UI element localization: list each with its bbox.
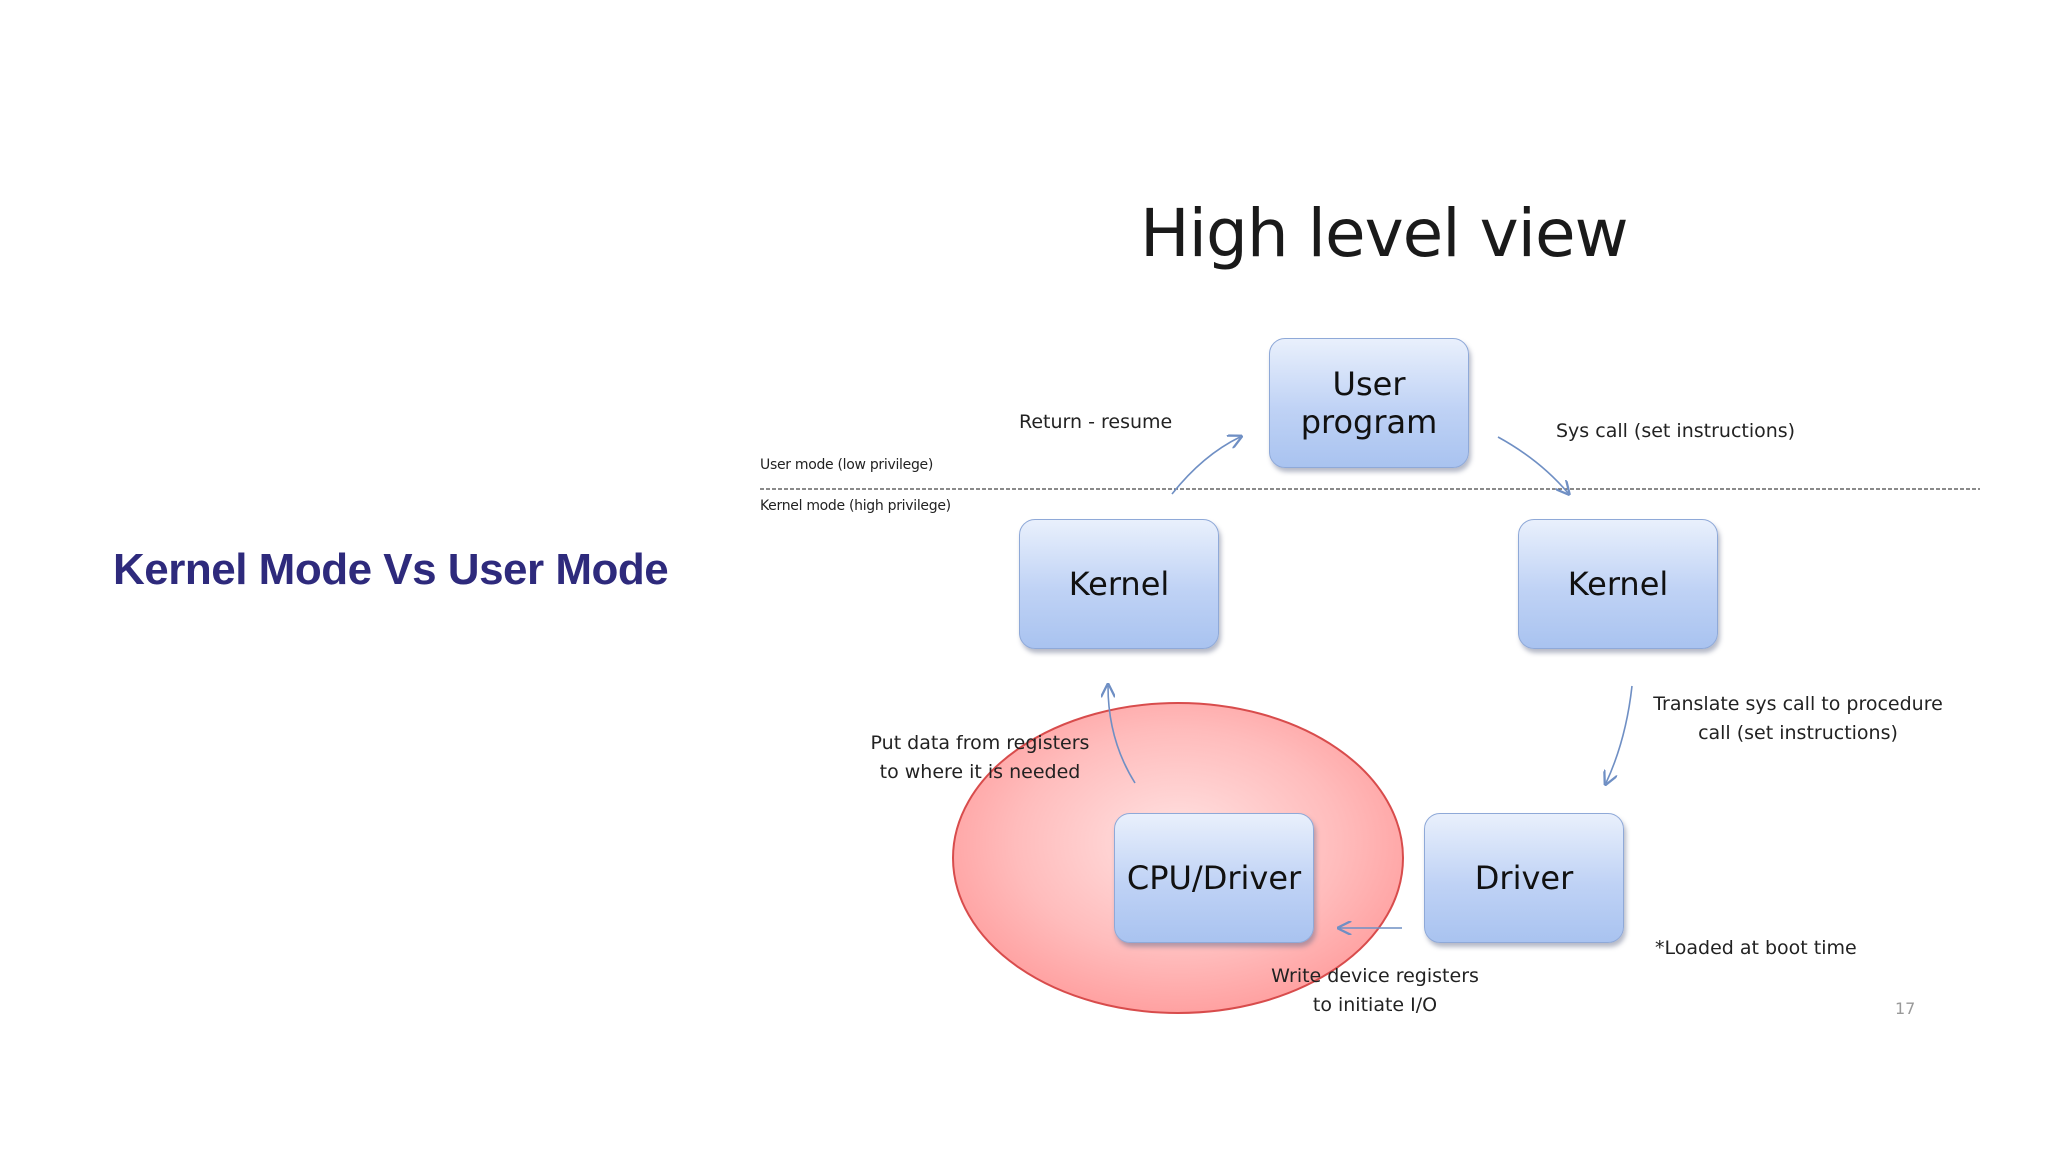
write-device-label: Write device registers to initiate I/O — [1265, 962, 1485, 1019]
kernel-left-label: Kernel — [1068, 564, 1170, 603]
translate-label-line2: call (set instructions) — [1698, 721, 1898, 744]
driver-label: Driver — [1474, 858, 1574, 897]
sys-call-label: Sys call (set instructions) — [1556, 420, 1796, 442]
loaded-at-boot-note: *Loaded at boot time — [1655, 937, 1857, 959]
write-device-label-line2: to initiate I/O — [1312, 993, 1438, 1016]
write-device-label-line1: Write device registers — [1271, 965, 1479, 987]
slide-title: Kernel Mode Vs User Mode — [113, 545, 669, 594]
cpu-driver-label: CPU/Driver — [1126, 858, 1302, 897]
translate-label: Translate sys call to procedure call (se… — [1648, 690, 1948, 747]
translate-label-line1: Translate sys call to procedure — [1653, 693, 1943, 715]
kernel-node-left: Kernel — [1019, 519, 1219, 649]
put-data-label-line1: Put data from registers — [870, 732, 1090, 754]
kernel-mode-label: Kernel mode (high privilege) — [760, 498, 951, 514]
cpu-driver-node: CPU/Driver — [1114, 813, 1314, 943]
user-program-label-line2: program — [1300, 403, 1438, 441]
return-resume-label: Return - resume — [1019, 411, 1173, 433]
kernel-node-right: Kernel — [1518, 519, 1718, 649]
user-program-label-line1: User — [1332, 364, 1406, 403]
user-mode-label: User mode (low privilege) — [760, 457, 934, 473]
arrow-return-resume — [1171, 437, 1240, 495]
arrow-translate — [1606, 685, 1633, 783]
arrow-sys-call — [1497, 436, 1568, 493]
diagram-title: High level view — [1140, 195, 1629, 272]
user-program-node: User program — [1269, 338, 1469, 468]
put-data-label: Put data from registers to where it is n… — [860, 729, 1100, 786]
driver-node: Driver — [1424, 813, 1624, 943]
page-number: 17 — [1895, 999, 1916, 1018]
arrow-put-data — [1108, 686, 1136, 784]
put-data-label-line2: to where it is needed — [879, 760, 1081, 783]
kernel-right-label: Kernel — [1567, 564, 1669, 603]
